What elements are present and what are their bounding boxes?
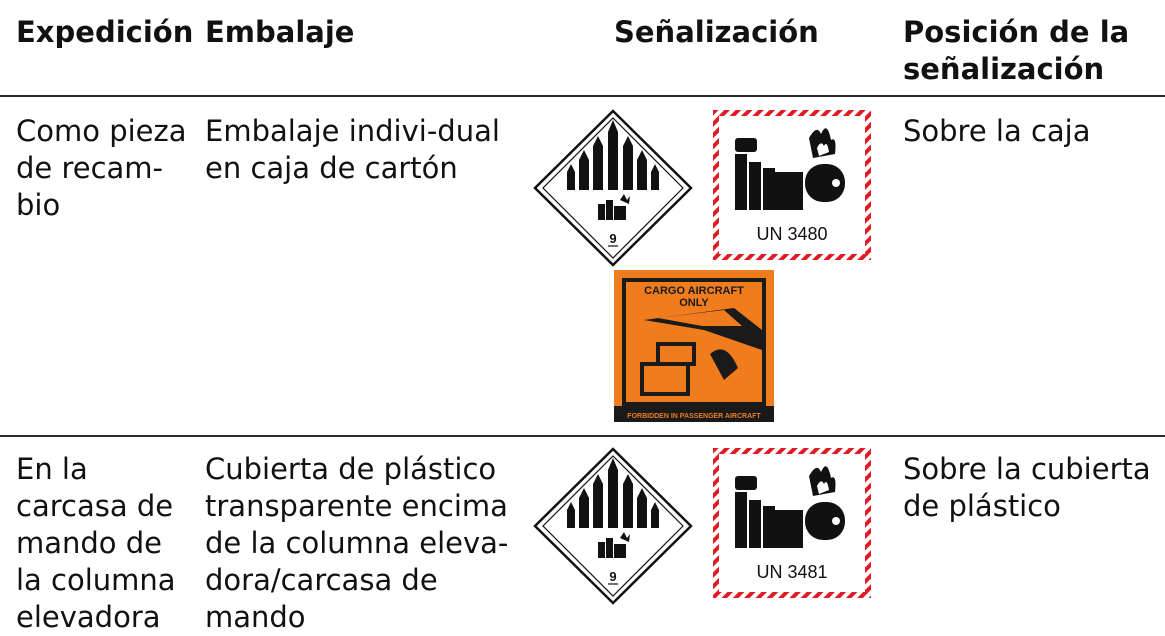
- row1-posicion: Sobre la caja: [903, 114, 1091, 148]
- header-expedicion: Expedición: [16, 15, 194, 49]
- cargo-footer: FORBIDDEN IN PASSENGER AIRCRAFT: [627, 413, 761, 420]
- un-number-label: UN 3480: [756, 224, 827, 244]
- cargo-aircraft-only-label-icon: CARGO AIRCRAFT ONLY FORBIDDEN IN PASSENG…: [614, 270, 774, 422]
- lithium-battery-label-icon: UN 3480: [713, 110, 871, 260]
- header-senalizacion: Señalización: [614, 15, 819, 49]
- class9-hazard-label-icon: 9: [533, 447, 693, 605]
- row2-posicion: Sobre la cubierta de plástico: [903, 452, 1151, 523]
- cargo-title-2: ONLY: [679, 297, 709, 309]
- header-divider: [0, 95, 1165, 97]
- lithium-battery-label-icon: UN 3481: [713, 448, 871, 598]
- row1-expedicion: Como pieza de recam- bio: [16, 114, 187, 222]
- row2-expedicion: En la carcasa de mando de la columna ele…: [16, 452, 176, 634]
- header-posicion: Posición de la señalización: [903, 15, 1130, 86]
- row1-embalaje: Embalaje indivi-dual en caja de cartón: [205, 114, 500, 185]
- un-number-label: UN 3481: [756, 562, 827, 582]
- class9-number: 9: [609, 569, 616, 584]
- cargo-title-1: CARGO AIRCRAFT: [644, 285, 744, 297]
- row2-embalaje: Cubierta de plástico transparente encima…: [205, 452, 509, 634]
- row-divider: [0, 435, 1165, 437]
- header-embalaje: Embalaje: [205, 15, 355, 49]
- class9-number: 9: [609, 231, 616, 246]
- class9-hazard-label-icon: 9: [533, 109, 693, 267]
